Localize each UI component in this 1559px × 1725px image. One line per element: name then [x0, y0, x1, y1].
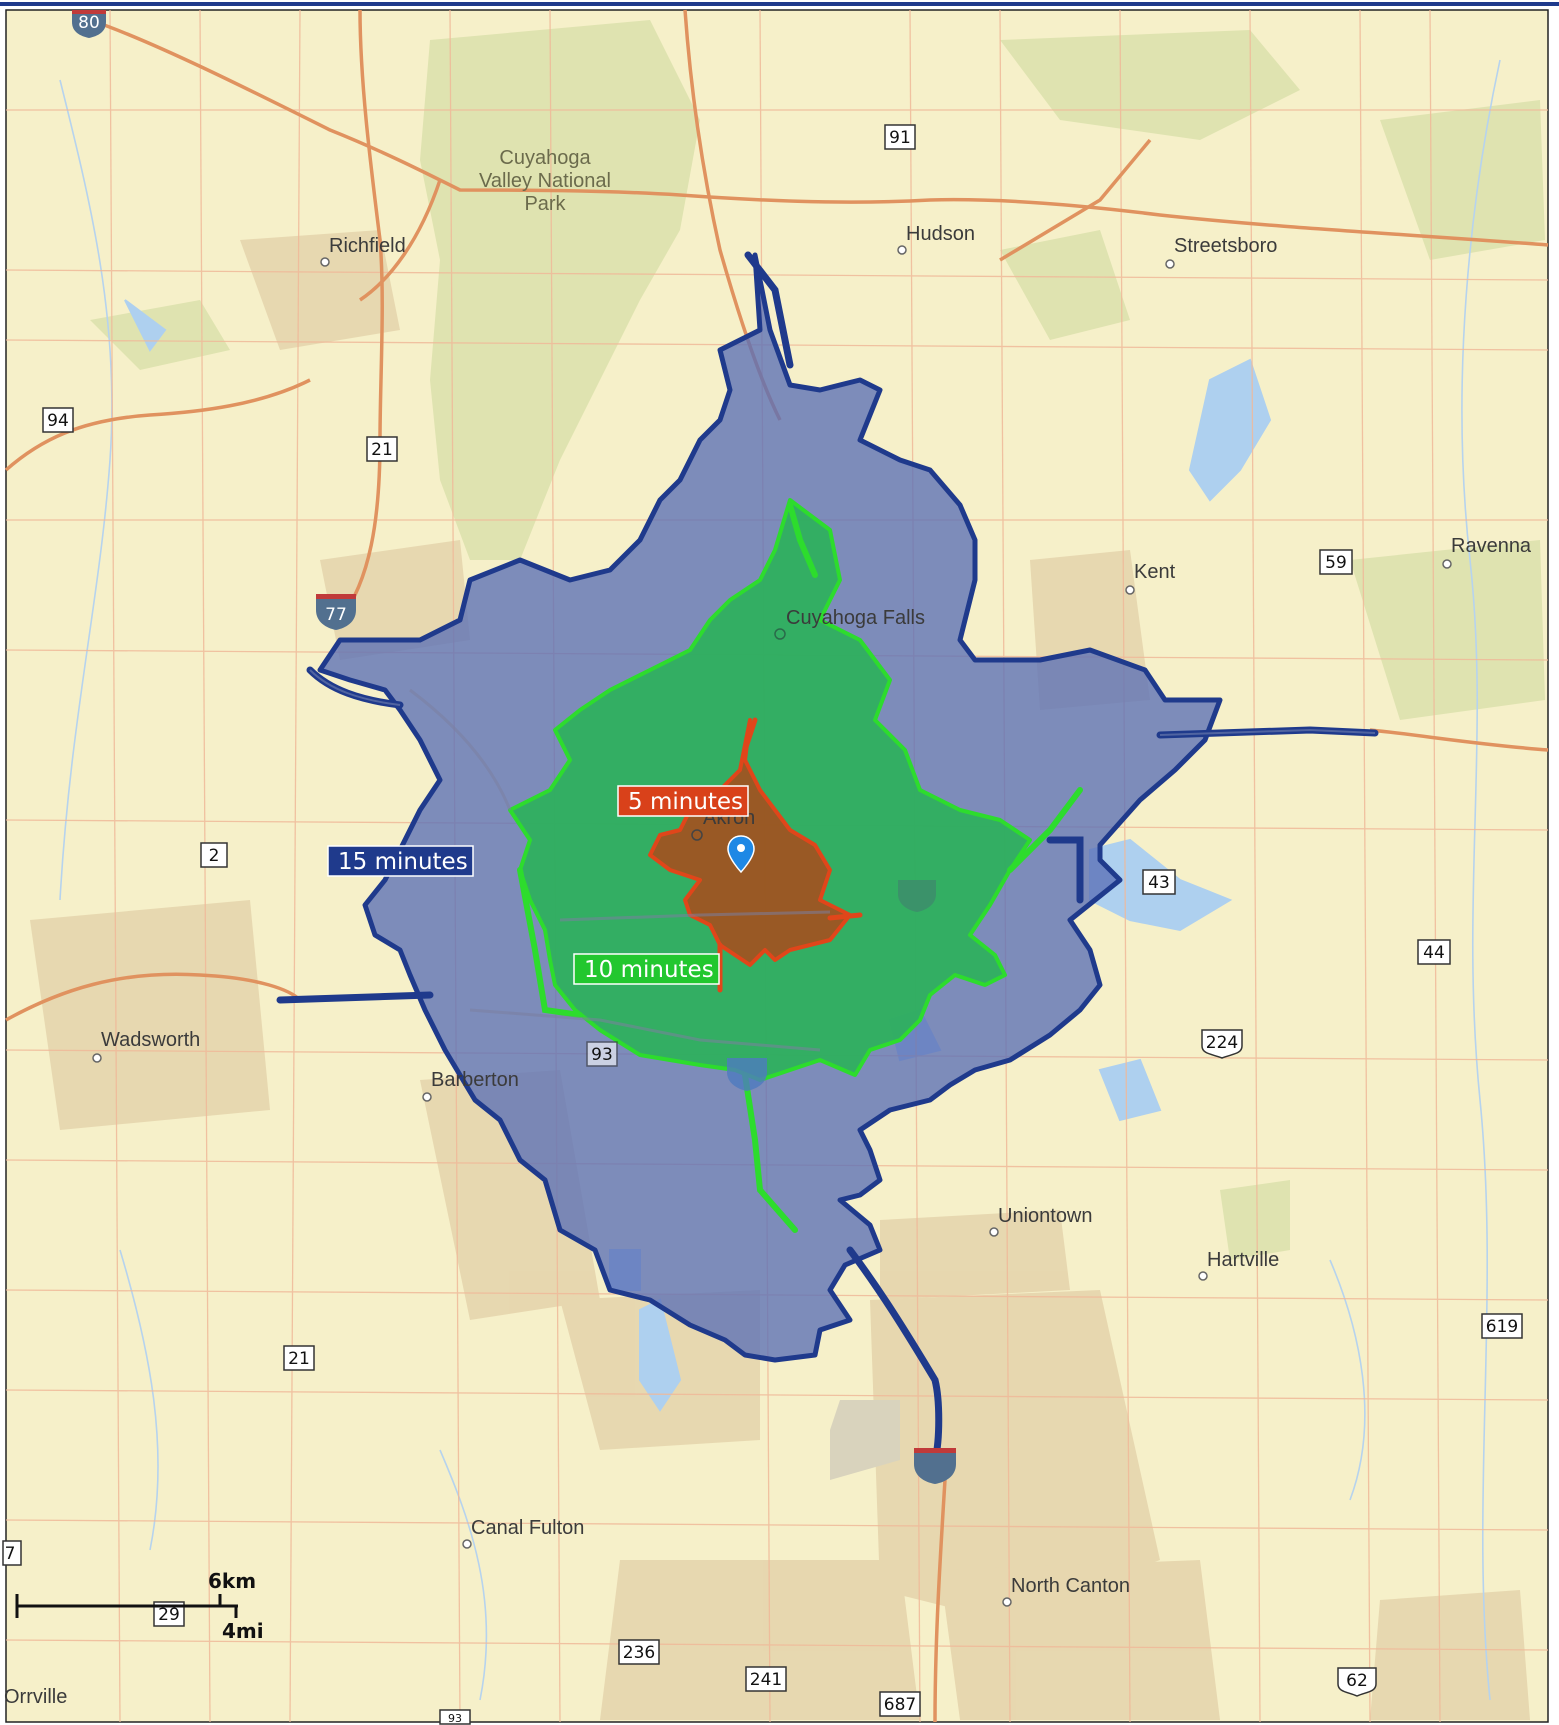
- place-wadsworth: Wadsworth: [101, 1029, 200, 1051]
- route-shields: 80 77 91 94 21 59 2 43 44 224 21 619 236…: [2, 10, 1523, 1725]
- location-marker-icon[interactable]: [727, 835, 755, 874]
- route-shield-29: 29: [153, 1601, 185, 1627]
- svg-text:7: 7: [5, 1544, 16, 1564]
- route-shield-236: 236: [618, 1639, 660, 1665]
- svg-text:59: 59: [1325, 553, 1347, 573]
- route-shield-44: 44: [1417, 939, 1451, 965]
- interstate-shield-76: [898, 880, 936, 912]
- route-shield-619: 619: [1481, 1313, 1523, 1339]
- svg-text:80: 80: [78, 13, 100, 33]
- svg-text:94: 94: [47, 411, 69, 431]
- place-ravenna: Ravenna: [1451, 535, 1532, 557]
- route-shield-21-north: 21: [366, 436, 398, 462]
- route-shield-687: 687: [879, 1691, 921, 1717]
- svg-text:619: 619: [1486, 1317, 1518, 1337]
- place-barberton: Barberton: [431, 1069, 519, 1091]
- place-richfield: Richfield: [329, 235, 406, 257]
- svg-text:21: 21: [371, 440, 393, 460]
- us-shield-224: 224: [1201, 1029, 1243, 1059]
- svg-text:241: 241: [750, 1670, 782, 1690]
- interstate-shield-80: 80: [72, 10, 106, 38]
- svg-text:77: 77: [325, 605, 347, 625]
- place-hartville: Hartville: [1207, 1249, 1279, 1271]
- svg-text:10 minutes: 10 minutes: [584, 957, 714, 983]
- place-cuyahoga-valley-3: Park: [524, 193, 566, 215]
- svg-text:62: 62: [1346, 1671, 1368, 1691]
- scale-mi-label: 4mi: [222, 1619, 264, 1643]
- isochrone-label-15: 15 minutes: [327, 845, 474, 877]
- svg-text:5 minutes: 5 minutes: [628, 789, 743, 815]
- route-shield-94: 94: [42, 407, 74, 433]
- us-shield-62: 62: [1337, 1667, 1377, 1697]
- route-shield-241: 241: [745, 1666, 787, 1692]
- svg-text:236: 236: [623, 1643, 655, 1663]
- route-shield-7: 7: [2, 1540, 22, 1566]
- svg-text:93: 93: [591, 1045, 613, 1065]
- route-shield-21-south: 21: [283, 1345, 315, 1371]
- place-cuyahoga-valley-1: Cuyahoga: [499, 147, 591, 169]
- scale-km-label: 6km: [208, 1569, 256, 1593]
- place-uniontown: Uniontown: [998, 1205, 1093, 1227]
- local-roads: [5, 9, 1549, 1723]
- svg-text:21: 21: [288, 1349, 310, 1369]
- isochrone-10-min[interactable]: [508, 498, 1032, 1082]
- place-cuyahoga-valley-2: Valley National: [479, 170, 611, 192]
- interstate-shield-77-akron: [727, 1058, 767, 1091]
- route-shield-43: 43: [1142, 869, 1176, 895]
- route-shield-59: 59: [1319, 549, 1353, 575]
- place-cuyahoga-falls: Cuyahoga Falls: [786, 607, 925, 629]
- svg-text:687: 687: [884, 1695, 916, 1715]
- place-labels: Cuyahoga Valley National Park Richfield …: [4, 147, 1532, 1708]
- svg-text:44: 44: [1423, 943, 1445, 963]
- isochrone-label-10: 10 minutes: [573, 953, 720, 985]
- place-kent: Kent: [1134, 561, 1176, 583]
- place-hudson: Hudson: [906, 223, 975, 245]
- place-streetsboro: Streetsboro: [1174, 235, 1277, 257]
- svg-text:15 minutes: 15 minutes: [338, 849, 468, 875]
- place-canal-fulton: Canal Fulton: [471, 1517, 584, 1539]
- route-shield-91: 91: [884, 124, 916, 150]
- park-areas: [90, 20, 1545, 1260]
- place-north-canton: North Canton: [1011, 1575, 1130, 1597]
- isochrone-label-5: 5 minutes: [617, 785, 749, 817]
- place-orrville: Orrville: [4, 1686, 67, 1708]
- svg-text:224: 224: [1206, 1033, 1238, 1053]
- route-shield-93-bottom: 93: [439, 1709, 471, 1725]
- interstate-shield-77-north: 77: [316, 594, 356, 630]
- route-shield-2: 2: [200, 842, 228, 868]
- route-shield-93: 93: [586, 1041, 618, 1067]
- svg-text:43: 43: [1148, 873, 1170, 893]
- svg-text:93: 93: [448, 1712, 462, 1725]
- interstate-shield-77-south: [914, 1448, 956, 1484]
- svg-text:2: 2: [209, 846, 220, 866]
- scale-bar: 6km 4mi: [15, 1569, 264, 1643]
- svg-text:91: 91: [889, 128, 911, 148]
- svg-text:29: 29: [158, 1605, 180, 1625]
